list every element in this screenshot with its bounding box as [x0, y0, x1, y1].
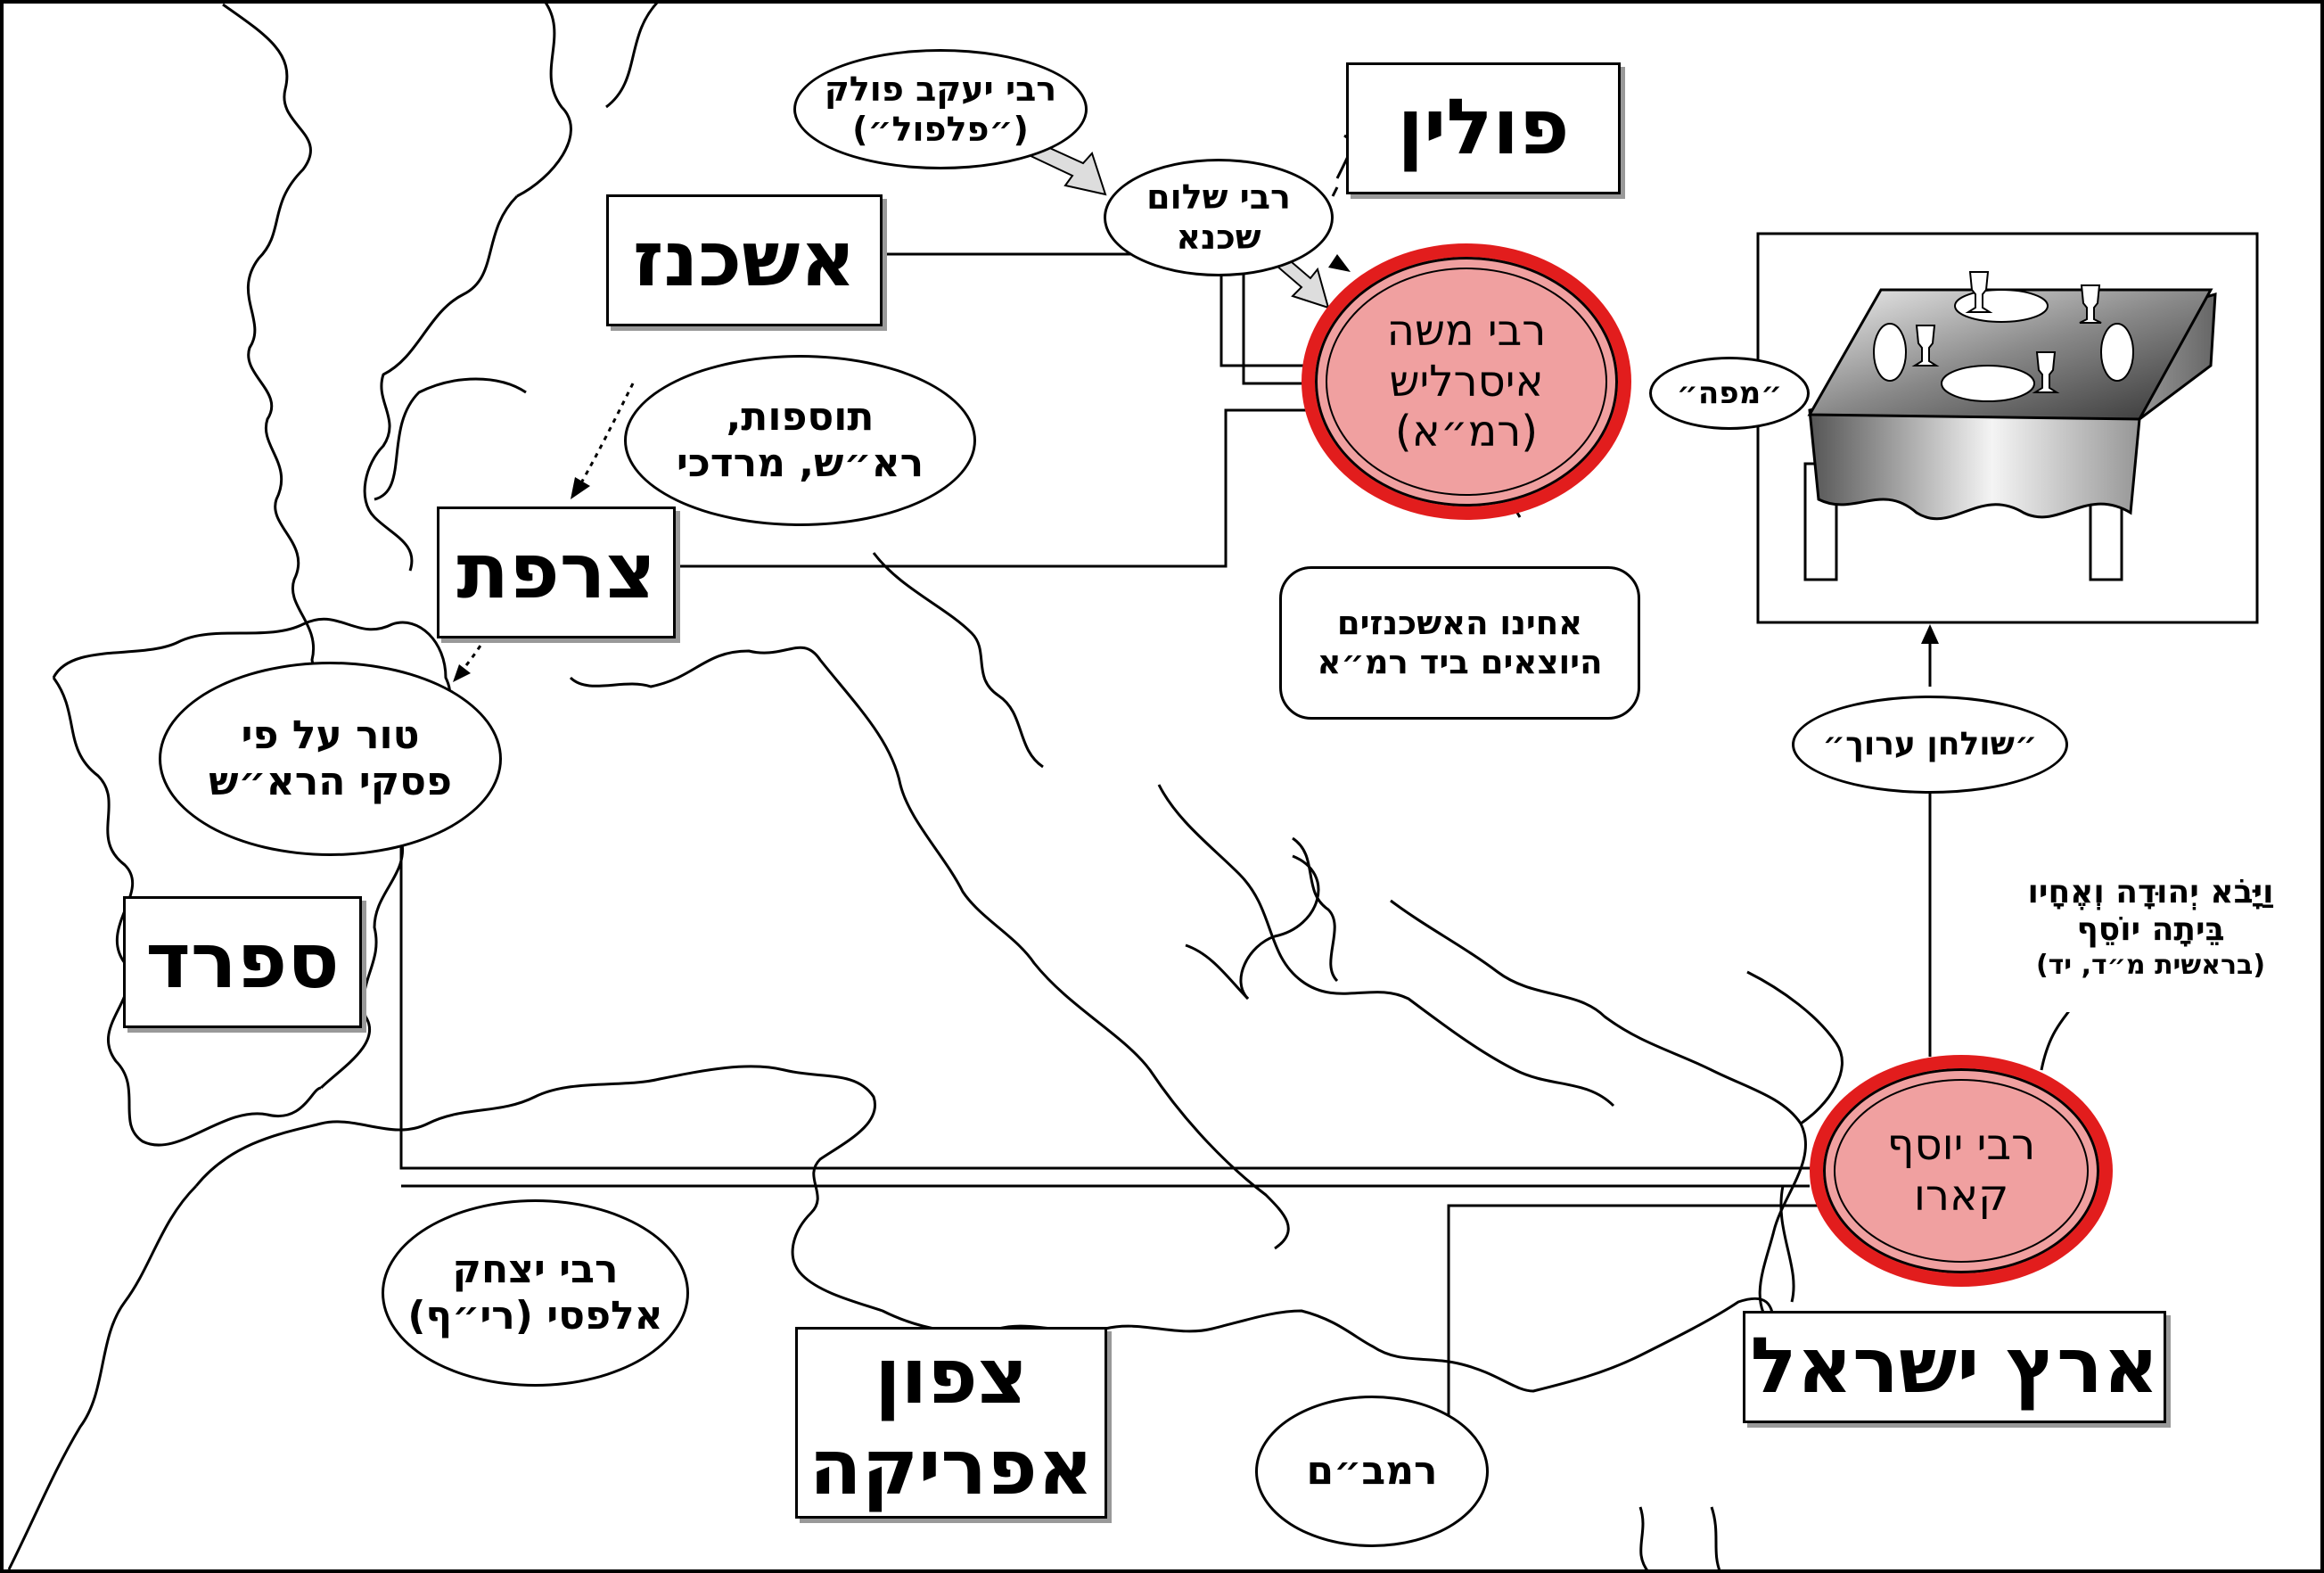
rabbi-yaakov-polak-ellipse: רבי יעקב פולק (״פלפול״): [793, 49, 1088, 169]
mapa-ellipse: ״מפה״: [1649, 357, 1810, 430]
ashkenazim-callout: אחינו האשכנזים היוצאים ביד רמ״א: [1279, 566, 1640, 720]
tur-ellipse: טור על פי פסקי הרא״ש: [159, 662, 502, 856]
region-label-poland: פולין: [1346, 62, 1621, 194]
rif-ellipse: רבי יצחק אלפסי (רי״ף): [382, 1199, 689, 1387]
table-picture: [1756, 232, 2259, 624]
connector-lines: [399, 134, 2079, 1485]
rambam-ellipse: רמב״ם: [1255, 1396, 1489, 1547]
tosafot-ellipse: תוספות, רא״ש, מרדכי: [624, 355, 976, 526]
shulchan-aruch-ellipse: ״שולחן ערוך״: [1792, 696, 2068, 794]
north-africa-line1: צפון: [875, 1332, 1028, 1422]
rama-highlight-ellipse: רבי משה איסרליש (רמ״א): [1302, 243, 1631, 520]
coastlines: [7, 0, 1844, 1573]
verse-callout: וַיָּבֹא יְהוּדָה וְאֶחָיו בֵּיתָה יוֹסֵ…: [1983, 843, 2318, 1012]
region-label-ashkenaz: אשכנז: [606, 194, 883, 326]
region-label-tzarfat: צרפת: [437, 506, 676, 638]
karo-highlight-ellipse: רבי יוסף קארו: [1810, 1055, 2113, 1287]
region-label-sefarad: ספרד: [123, 896, 362, 1028]
north-africa-line2: אפריקה: [809, 1422, 1094, 1512]
region-label-eretz-israel: ארץ ישראל: [1743, 1311, 2166, 1423]
rabbi-shalom-shachna-ellipse: רבי שלום שכנא: [1104, 159, 1334, 276]
region-label-north-africa: צפון אפריקה: [795, 1327, 1107, 1519]
